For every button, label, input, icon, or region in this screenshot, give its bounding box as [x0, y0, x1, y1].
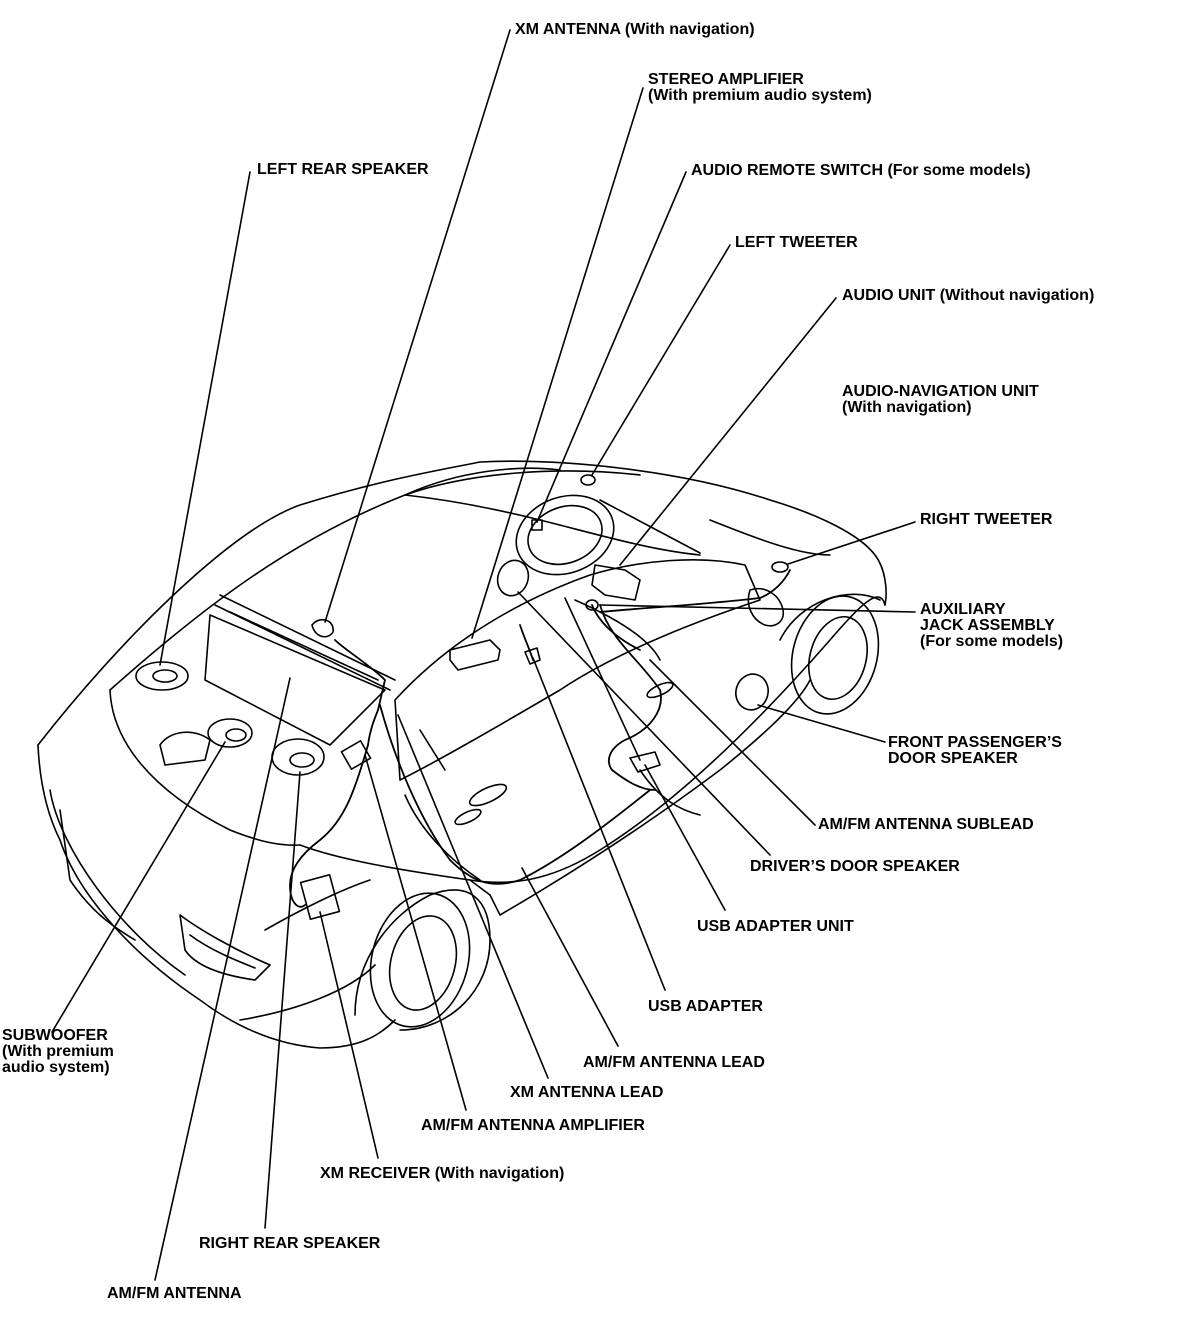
left-tweeter-shape — [580, 474, 596, 486]
label-left-tweeter: LEFT TWEETER — [735, 234, 858, 251]
leader-lines — [51, 29, 916, 1281]
drivers-door-speaker-shape — [496, 559, 530, 597]
front-passenger-speaker-shape — [735, 673, 769, 711]
xm-receiver-shape — [299, 873, 341, 921]
audio-unit-shape — [591, 564, 641, 601]
label-left-rear-speaker: LEFT REAR SPEAKER — [257, 161, 429, 178]
label-xm-receiver: XM RECEIVER (With navigation) — [320, 1165, 565, 1182]
label-right-rear-speaker: RIGHT REAR SPEAKER — [199, 1235, 381, 1252]
label-amfm-antenna-lead: AM/FM ANTENNA LEAD — [583, 1054, 765, 1071]
car-body — [37, 460, 887, 1049]
stereo-amp-shape — [449, 639, 501, 671]
subwoofer-shape — [159, 731, 211, 766]
right-tweeter-shape — [771, 561, 789, 573]
label-xm-antenna-lead: XM ANTENNA LEAD — [510, 1084, 664, 1101]
label-xm-antenna: XM ANTENNA (With navigation) — [515, 21, 755, 38]
label-stereo-amplifier: STEREO AMPLIFIER(With premium audio syst… — [648, 71, 872, 104]
label-amfm-antenna: AM/FM ANTENNA — [107, 1285, 242, 1302]
label-usb-adapter-unit: USB ADAPTER UNIT — [697, 918, 854, 935]
amfm-amp-shape — [340, 740, 372, 770]
usb-adapter-shape — [524, 647, 541, 665]
label-usb-adapter: USB ADAPTER — [648, 998, 763, 1015]
steering-wheel — [515, 494, 615, 576]
left-rear-speaker-shape — [135, 661, 189, 691]
xm-antenna-shape — [311, 618, 334, 638]
label-drivers-door-speaker: DRIVER’S DOOR SPEAKER — [750, 858, 960, 875]
label-audio-unit: AUDIO UNIT (Without navigation) — [842, 287, 1095, 304]
label-right-tweeter: RIGHT TWEETER — [920, 511, 1053, 528]
wiring — [289, 569, 791, 908]
label-amfm-antenna-sublead: AM/FM ANTENNA SUBLEAD — [818, 816, 1034, 833]
right-rear-speaker-shape — [271, 738, 325, 776]
usb-adapter-unit-shape — [629, 751, 661, 773]
components — [135, 474, 789, 921]
label-amfm-antenna-amplifier: AM/FM ANTENNA AMPLIFIER — [421, 1117, 645, 1134]
label-audio-navigation-unit: AUDIO-NAVIGATION UNIT(With navigation) — [842, 383, 1039, 416]
label-audio-remote-switch: AUDIO REMOTE SWITCH (For some models) — [691, 162, 1031, 179]
